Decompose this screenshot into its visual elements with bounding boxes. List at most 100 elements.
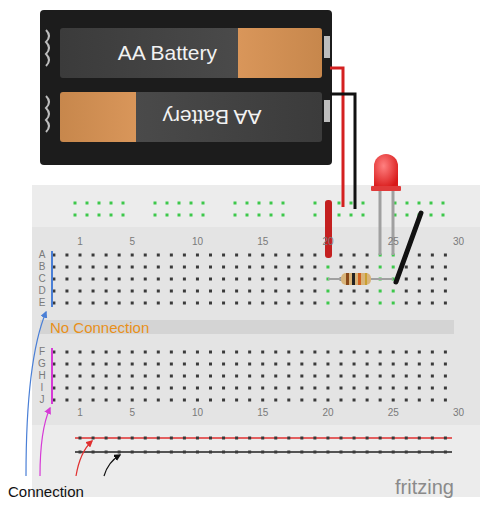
breadboard-hole <box>196 387 199 390</box>
breadboard-hole <box>444 290 447 293</box>
breadboard-hole <box>340 363 343 366</box>
breadboard-hole <box>406 202 409 205</box>
resistor-band <box>346 273 349 285</box>
breadboard-hole <box>431 266 434 269</box>
breadboard-hole <box>222 302 225 305</box>
breadboard-hole <box>122 202 125 205</box>
breadboard-hole <box>313 363 316 366</box>
breadboard-hole <box>105 254 108 257</box>
breadboard-hole <box>118 363 121 366</box>
breadboard-hole <box>350 202 353 205</box>
breadboard-hole <box>131 451 134 454</box>
breadboard-hole <box>246 202 249 205</box>
breadboard-hole <box>178 202 181 205</box>
breadboard-hole <box>313 290 316 293</box>
breadboard-hole <box>431 387 434 390</box>
breadboard-hole <box>326 437 329 440</box>
breadboard-hole <box>235 399 238 402</box>
breadboard-hole <box>366 254 369 257</box>
breadboard-hole <box>131 302 134 305</box>
breadboard-hole <box>392 451 395 454</box>
breadboard-hole <box>366 375 369 378</box>
breadboard-hole <box>248 351 251 354</box>
breadboard-hole <box>190 202 193 205</box>
breadboard-hole <box>444 266 447 269</box>
breadboard-hole <box>118 351 121 354</box>
breadboard-hole <box>144 278 147 281</box>
breadboard-hole <box>418 375 421 378</box>
breadboard-hole <box>274 437 277 440</box>
breadboard-hole <box>274 278 277 281</box>
breadboard-hole <box>92 254 95 257</box>
breadboard-hole <box>65 375 68 378</box>
breadboard-hole <box>235 302 238 305</box>
breadboard-hole <box>353 451 356 454</box>
breadboard-hole <box>300 278 303 281</box>
breadboard-hole <box>418 351 421 354</box>
breadboard-hole <box>261 387 264 390</box>
breadboard-hole <box>92 290 95 293</box>
breadboard-hole <box>392 375 395 378</box>
breadboard-hole <box>261 375 264 378</box>
breadboard-hole <box>300 302 303 305</box>
breadboard-hole <box>157 302 160 305</box>
breadboard-hole <box>196 290 199 293</box>
breadboard-hole <box>79 387 82 390</box>
breadboard-hole <box>92 437 95 440</box>
breadboard-hole <box>340 399 343 402</box>
breadboard-hole <box>405 278 408 281</box>
breadboard-hole <box>157 266 160 269</box>
breadboard-hole <box>313 254 316 257</box>
breadboard-hole <box>405 451 408 454</box>
breadboard-hole <box>379 375 382 378</box>
breadboard-hole <box>366 290 369 293</box>
breadboard-hole <box>65 290 68 293</box>
breadboard-hole <box>274 399 277 402</box>
breadboard-hole <box>118 375 121 378</box>
breadboard-hole <box>222 437 225 440</box>
breadboard-hole <box>65 351 68 354</box>
breadboard-hole <box>353 363 356 366</box>
breadboard-hole <box>209 375 212 378</box>
breadboard-hole <box>92 363 95 366</box>
column-number: 20 <box>322 237 333 247</box>
breadboard-hole <box>234 202 237 205</box>
breadboard-hole <box>144 302 147 305</box>
breadboard-hole <box>131 290 134 293</box>
red-jumper-wire <box>325 200 332 258</box>
breadboard-hole <box>379 399 382 402</box>
breadboard-hole <box>313 399 316 402</box>
breadboard-hole <box>444 399 447 402</box>
breadboard-hole <box>154 202 157 205</box>
breadboard-hole <box>261 351 264 354</box>
breadboard-hole <box>314 214 317 217</box>
breadboard-hole <box>131 387 134 390</box>
column-number: 1 <box>77 237 83 247</box>
breadboard-hole <box>287 290 290 293</box>
breadboard-hole <box>209 266 212 269</box>
connection-marker <box>51 348 53 404</box>
breadboard-hole <box>418 278 421 281</box>
breadboard-hole <box>209 451 212 454</box>
breadboard-hole <box>258 202 261 205</box>
breadboard-hole <box>313 375 316 378</box>
breadboard-hole <box>235 451 238 454</box>
breadboard-hole <box>405 363 408 366</box>
breadboard-hole <box>406 214 409 217</box>
breadboard-hole <box>131 399 134 402</box>
breadboard-hole <box>444 254 447 257</box>
breadboard-hole <box>270 202 273 205</box>
breadboard-hole <box>144 266 147 269</box>
breadboard-hole <box>222 278 225 281</box>
breadboard-hole <box>287 254 290 257</box>
breadboard-hole <box>170 351 173 354</box>
breadboard-hole <box>353 254 356 257</box>
row-letter: I <box>41 383 44 393</box>
breadboard-hole <box>183 290 186 293</box>
breadboard-hole <box>338 214 341 217</box>
callout-label: Connection <box>8 484 84 499</box>
breadboard-hole <box>405 387 408 390</box>
breadboard-hole <box>183 278 186 281</box>
breadboard-hole <box>144 363 147 366</box>
resistor-band <box>365 273 367 285</box>
